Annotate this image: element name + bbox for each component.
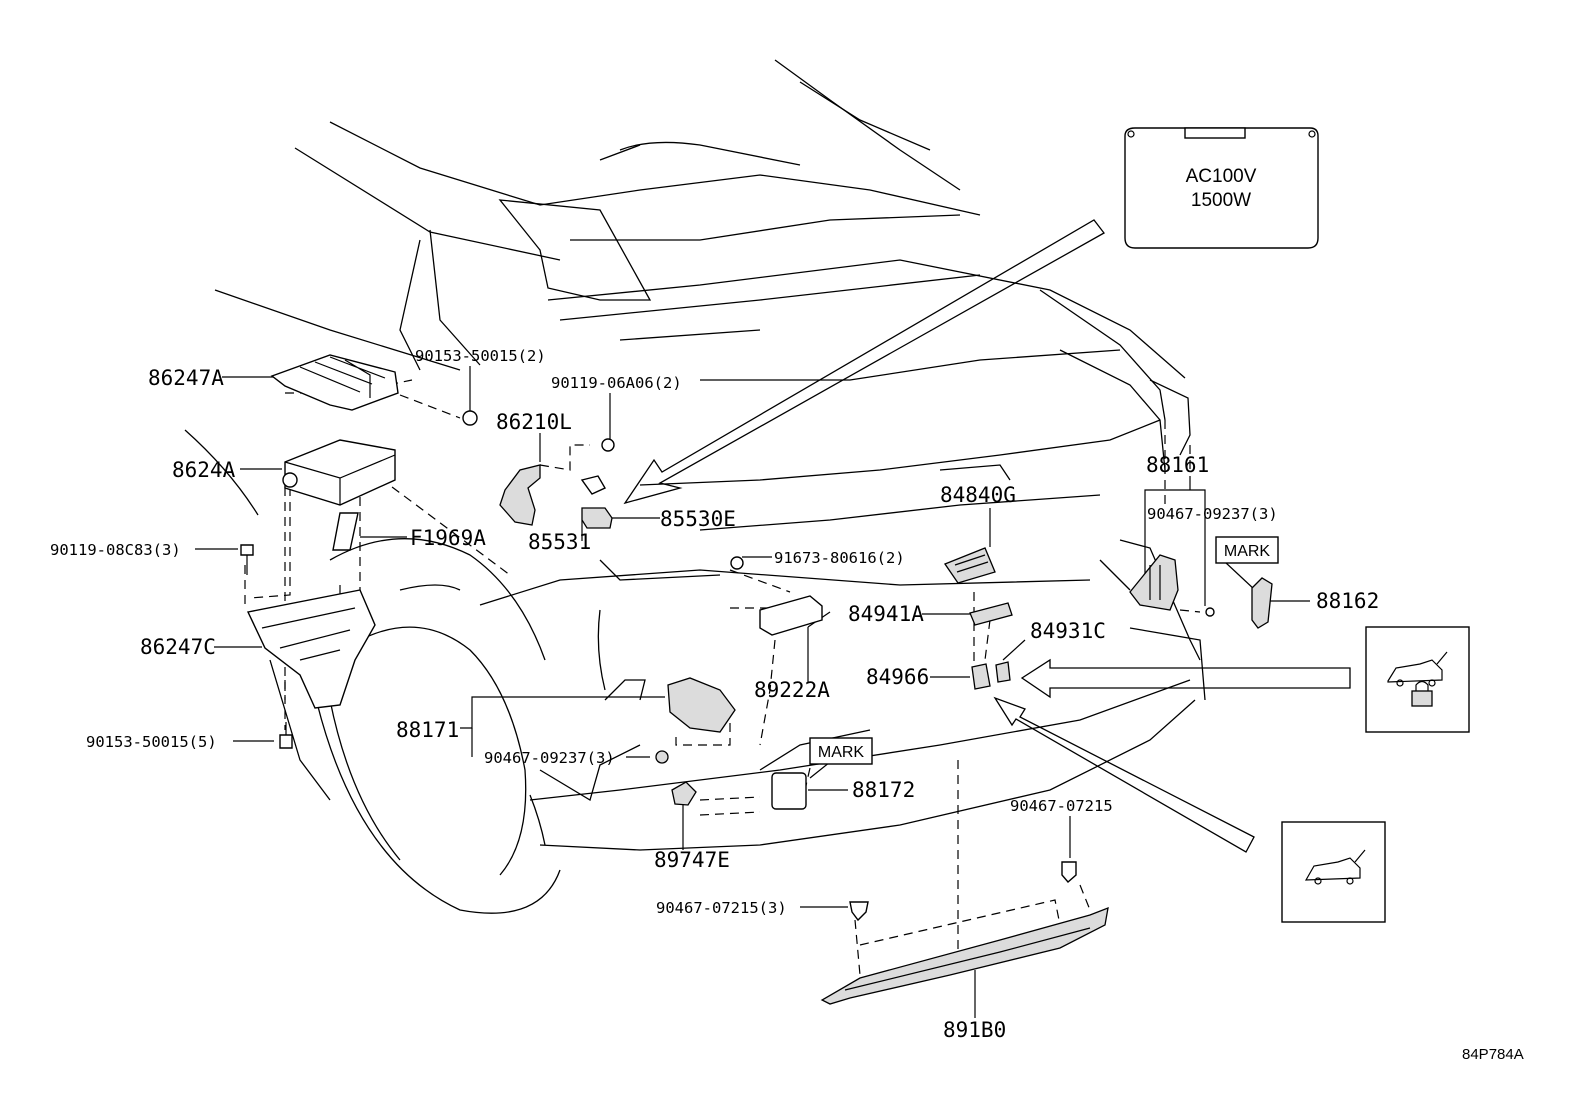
part-label-86247A: 86247A	[148, 366, 224, 390]
part-label-91673-80616: 91673-80616(2)	[774, 549, 905, 567]
mark-box-1	[1215, 536, 1279, 564]
part-label-90119-06A06: 90119-06A06(2)	[551, 374, 682, 392]
diagram-code: 84P784A	[1462, 1046, 1524, 1063]
part-84840G-handle	[944, 547, 996, 584]
part-label-90467-09237-b: 90467-09237(3)	[1147, 505, 1278, 523]
ac-outlet-label: AC100V 1500W	[1124, 127, 1319, 249]
part-label-89747E: 89747E	[654, 848, 730, 872]
part-85531-clip	[580, 475, 606, 495]
view-arrows	[623, 219, 1351, 853]
part-label-8624A: 8624A	[172, 458, 236, 482]
mark-label-1: MARK	[1224, 543, 1271, 560]
part-88161-bracket	[1129, 554, 1179, 611]
part-label-90119-08C83: 90119-08C83(3)	[50, 541, 181, 559]
part-label-89222A: 89222A	[754, 678, 830, 702]
part-8624A-ecu	[282, 439, 396, 506]
car-trunk-open-icon	[1281, 821, 1386, 923]
part-label-88171: 88171	[396, 718, 459, 742]
part-label-84931C: 84931C	[1030, 619, 1106, 643]
leader-lines	[195, 366, 1310, 1018]
part-891B0-garnish	[820, 906, 1109, 1005]
part-label-90153-50015-5: 90153-50015(5)	[86, 733, 217, 751]
part-label-86247C: 86247C	[140, 635, 216, 659]
part-label-F1969A: F1969A	[410, 526, 486, 550]
part-84966-switch	[971, 663, 991, 690]
part-label-85530E: 85530E	[660, 507, 736, 531]
part-86247C-bracket	[246, 589, 376, 709]
part-85530E-connector	[581, 507, 613, 529]
part-F1969A-insulator	[332, 512, 359, 551]
part-label-84840G: 84840G	[940, 483, 1016, 507]
vehicle-body-outline	[184, 59, 1206, 914]
part-84931C-switch	[995, 661, 1011, 683]
part-label-90153-50015-2: 90153-50015(2)	[415, 347, 546, 365]
part-label-84966: 84966	[866, 665, 929, 689]
part-label-88172: 88172	[852, 778, 915, 802]
part-label-86210L: 86210L	[496, 410, 572, 434]
part-88162-sensor	[1251, 577, 1273, 629]
part-86210L-harness	[499, 464, 541, 526]
part-label-90467-09237-a: 90467-09237(3)	[484, 749, 615, 767]
outlet-wattage: 1500W	[1191, 190, 1251, 211]
part-label-88161: 88161	[1146, 453, 1209, 477]
fasteners	[240, 410, 1215, 922]
part-84941A-switch	[969, 602, 1013, 626]
mark-box-2	[809, 737, 873, 765]
part-88172-sensor	[771, 772, 807, 810]
part-89222A-module	[759, 595, 823, 636]
part-88171-sensor	[667, 677, 736, 733]
part-label-90467-07215-3: 90467-07215(3)	[656, 899, 787, 917]
part-label-84941A: 84941A	[848, 602, 924, 626]
part-86247A-cover	[270, 354, 399, 411]
mark-label-2: MARK	[818, 744, 865, 761]
part-label-891B0: 891B0	[943, 1018, 1006, 1042]
part-label-88162: 88162	[1316, 589, 1379, 613]
part-label-85531: 85531	[528, 530, 591, 554]
part-89747E-sensor	[671, 781, 697, 806]
car-trunk-lock-icon	[1365, 626, 1470, 733]
part-label-90467-07215: 90467-07215	[1010, 797, 1113, 815]
outlet-voltage: AC100V	[1186, 166, 1257, 187]
